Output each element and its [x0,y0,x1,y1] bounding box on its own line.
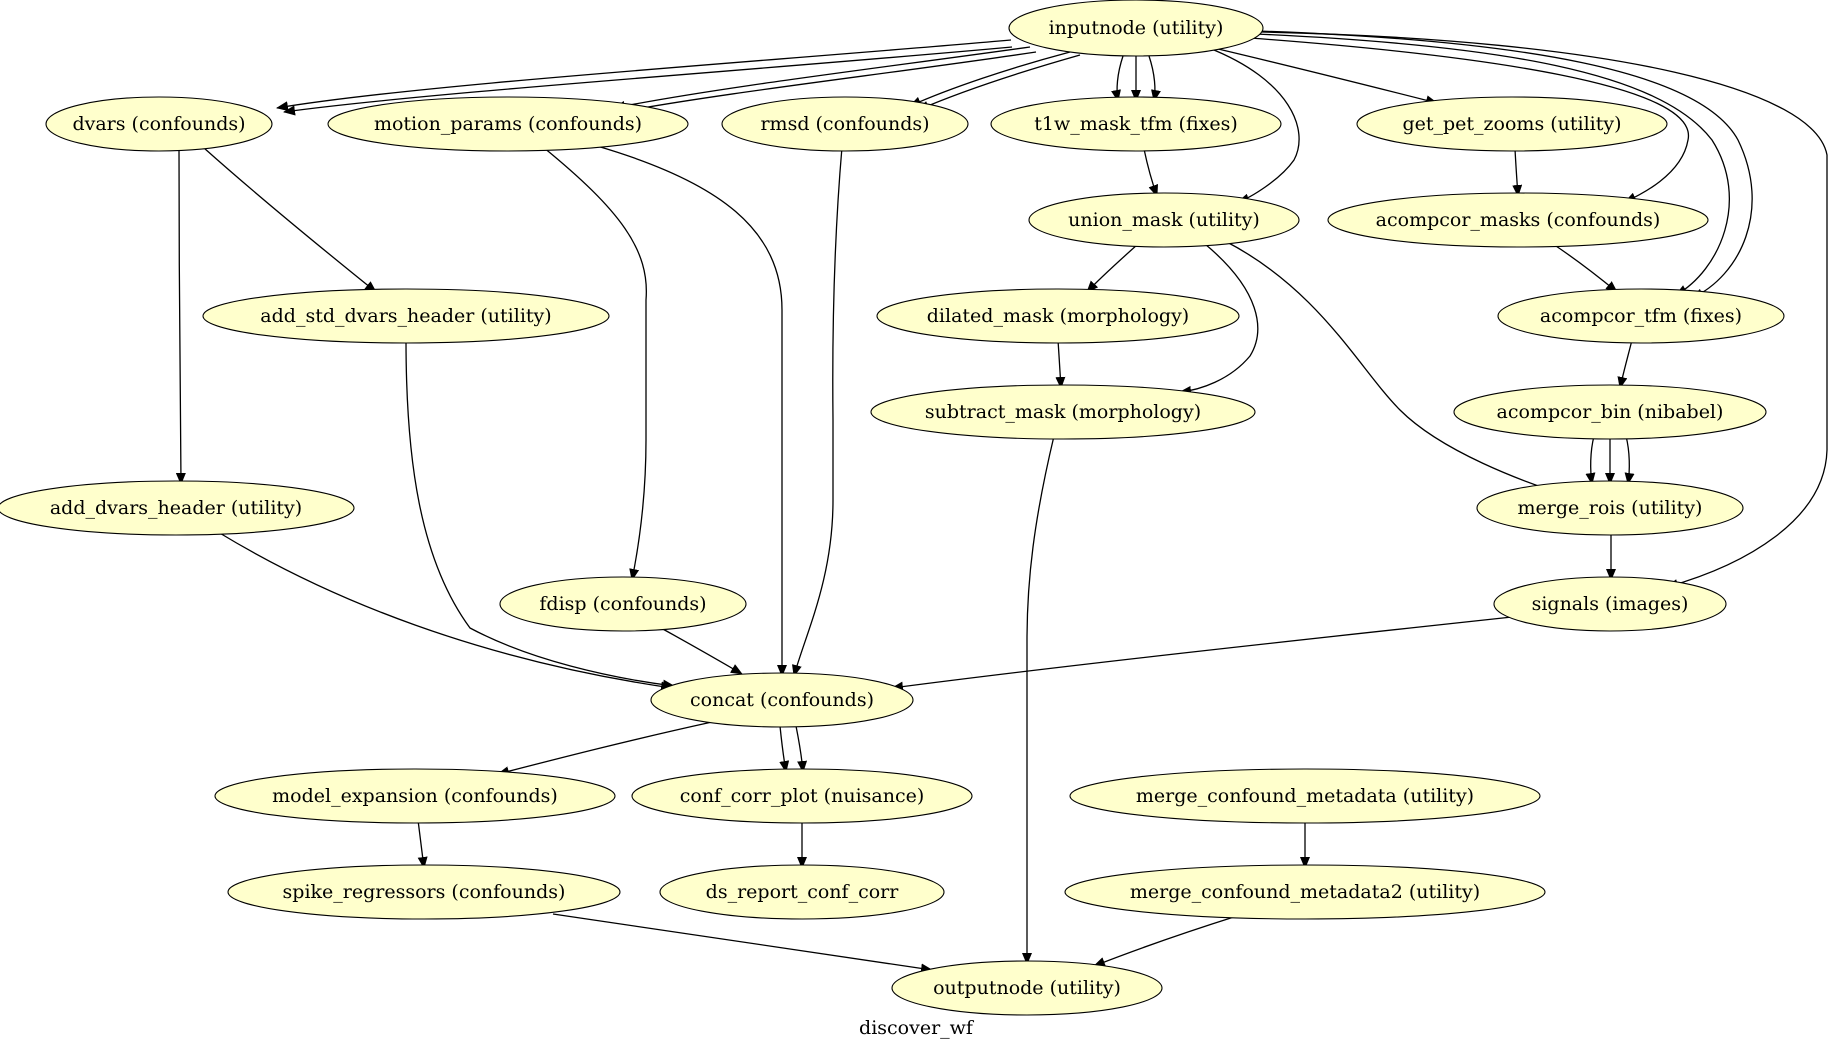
edge-acompcor-bin-merge-rois-1 [1585,435,1596,485]
node-union-mask-label: union_mask (utility) [1068,209,1260,231]
node-conf-corr-plot-label: conf_corr_plot (nuisance) [680,785,925,807]
node-outputnode[interactable]: outputnode (utility) [891,960,1163,1016]
node-signals[interactable]: signals (images) [1493,576,1727,632]
edge-motion-params-concat [596,145,787,677]
edge-inputnode-acompcor-tfm-1 [1255,33,1730,296]
edge-union-mask-subtract-mask [1179,243,1259,396]
edge-inputnode-motion-params-1 [613,46,1031,111]
edge-dilated-mask-subtract-mask [1055,339,1066,389]
node-merge-rois-label: merge_rois (utility) [1518,497,1703,519]
edge-inputnode-dvars-1 [276,39,1012,112]
edge-inputnode-dvars-2 [283,46,1013,116]
node-spike-regressors[interactable]: spike_regressors (confounds) [227,864,621,920]
edge-inputnode-rmsd-2 [917,54,1081,111]
node-motion-params[interactable]: motion_params (confounds) [327,96,689,152]
node-add-dvars-header-label: add_dvars_header (utility) [50,497,302,519]
edge-inputnode-acompcor-tfm-2 [1257,30,1753,299]
edge-rmsd-concat [792,146,843,677]
node-t1w-mask-tfm[interactable]: t1w_mask_tfm (fixes) [990,96,1282,152]
edge-acompcor-tfm-acompcor-bin [1617,339,1633,389]
edge-dvars-add-dvars-header [175,147,186,485]
node-merge-confound-metadata[interactable]: merge_confound_metadata (utility) [1069,768,1541,824]
node-spike-regressors-label: spike_regressors (confounds) [283,881,566,903]
node-get-pet-zooms[interactable]: get_pet_zooms (utility) [1356,96,1668,152]
node-merge-confound-metadata2[interactable]: merge_confound_metadata2 (utility) [1064,864,1546,920]
node-acompcor-bin-label: acompcor_bin (nibabel) [1497,401,1724,423]
edge-merge-confound-metadata2-outputnode [1093,915,1238,967]
edge-inputnode-t1w-mask-tfm-3 [1148,55,1161,102]
edge-concat-conf-corr-plot-2 [795,725,808,773]
node-inputnode[interactable]: inputnode (utility) [1008,0,1264,57]
node-ds-report-conf-corr-label: ds_report_conf_corr [706,881,900,903]
node-get-pet-zooms-label: get_pet_zooms (utility) [1402,113,1621,135]
node-outputnode-label: outputnode (utility) [933,977,1121,999]
node-rmsd-label: rmsd (confounds) [760,113,929,135]
node-concat-label: concat (confounds) [690,689,874,711]
node-acompcor-tfm-label: acompcor_tfm (fixes) [1540,305,1742,327]
graph-caption: discover_wf [859,1017,975,1039]
node-model-expansion[interactable]: model_expansion (confounds) [214,768,616,824]
node-fdisp-label: fdisp (confounds) [539,593,706,615]
node-dvars-label: dvars (confounds) [72,113,245,135]
edge-fdisp-concat [660,627,743,675]
node-dilated-mask-label: dilated_mask (morphology) [927,305,1189,327]
edge-inputnode-rmsd-1 [909,51,1071,107]
edge-spike-regressors-outputnode [552,913,933,974]
node-signals-label: signals (images) [1532,593,1689,615]
node-acompcor-masks[interactable]: acompcor_masks (confounds) [1327,192,1709,248]
edge-model-expansion-spike-regressors [417,819,428,869]
node-acompcor-bin[interactable]: acompcor_bin (nibabel) [1453,384,1767,440]
edge-inputnode-t1w-mask-tfm-1 [1111,55,1124,102]
edge-inputnode-acompcor-masks [1249,37,1689,203]
edge-concat-conf-corr-plot-1 [779,725,790,773]
node-ds-report-conf-corr[interactable]: ds_report_conf_corr [659,864,945,920]
edge-inputnode-motion-params-2 [619,51,1037,115]
node-motion-params-label: motion_params (confounds) [374,113,642,135]
node-conf-corr-plot[interactable]: conf_corr_plot (nuisance) [631,768,973,824]
node-acompcor-tfm[interactable]: acompcor_tfm (fixes) [1497,288,1785,344]
edge-add-dvars-header-concat [217,531,673,692]
edges-layer [175,30,1828,974]
edge-concat-model-expansion [497,721,713,777]
node-merge-confound-metadata2-label: merge_confound_metadata2 (utility) [1130,881,1480,903]
edge-add-std-dvars-header-concat [405,339,675,690]
edge-subtract-mask-outputnode [1022,435,1055,965]
edge-t1w-mask-tfm-union-mask [1143,148,1159,197]
edge-inputnode-union-mask [1208,47,1300,204]
node-model-expansion-label: model_expansion (confounds) [272,785,558,807]
node-subtract-mask[interactable]: subtract_mask (morphology) [870,384,1256,440]
node-concat[interactable]: concat (confounds) [650,672,914,728]
edge-acompcor-masks-acompcor-tfm [1552,243,1618,293]
node-rmsd[interactable]: rmsd (confounds) [721,96,969,152]
node-merge-confound-metadata-label: merge_confound_metadata (utility) [1136,785,1474,807]
node-acompcor-masks-label: acompcor_masks (confounds) [1376,209,1661,231]
node-add-std-dvars-header[interactable]: add_std_dvars_header (utility) [202,288,610,344]
node-add-dvars-header[interactable]: add_dvars_header (utility) [0,480,355,536]
node-merge-rois[interactable]: merge_rois (utility) [1476,480,1744,536]
edge-union-mask-merge-rois [1224,240,1583,502]
nodes-layer: inputnode (utility) dvars (confounds) mo… [0,0,1785,1016]
node-subtract-mask-label: subtract_mask (morphology) [925,401,1201,423]
edge-signals-concat [891,616,1513,692]
edge-get-pet-zooms-acompcor-masks [1512,148,1523,197]
node-fdisp[interactable]: fdisp (confounds) [499,576,747,632]
node-t1w-mask-tfm-label: t1w_mask_tfm (fixes) [1034,113,1238,135]
node-add-std-dvars-header-label: add_std_dvars_header (utility) [260,305,551,327]
edge-acompcor-bin-merge-rois-3 [1624,435,1635,485]
node-union-mask[interactable]: union_mask (utility) [1028,192,1300,248]
node-dvars[interactable]: dvars (confounds) [45,96,273,152]
edge-inputnode-signals [1261,31,1828,589]
edge-union-mask-dilated-mask [1086,243,1139,293]
edge-inputnode-get-pet-zooms [1213,47,1438,106]
node-inputnode-label: inputnode (utility) [1049,17,1224,39]
edge-dvars-add-std-dvars-header [203,147,377,293]
edge-motion-params-fdisp [542,146,647,581]
node-dilated-mask[interactable]: dilated_mask (morphology) [876,288,1240,344]
